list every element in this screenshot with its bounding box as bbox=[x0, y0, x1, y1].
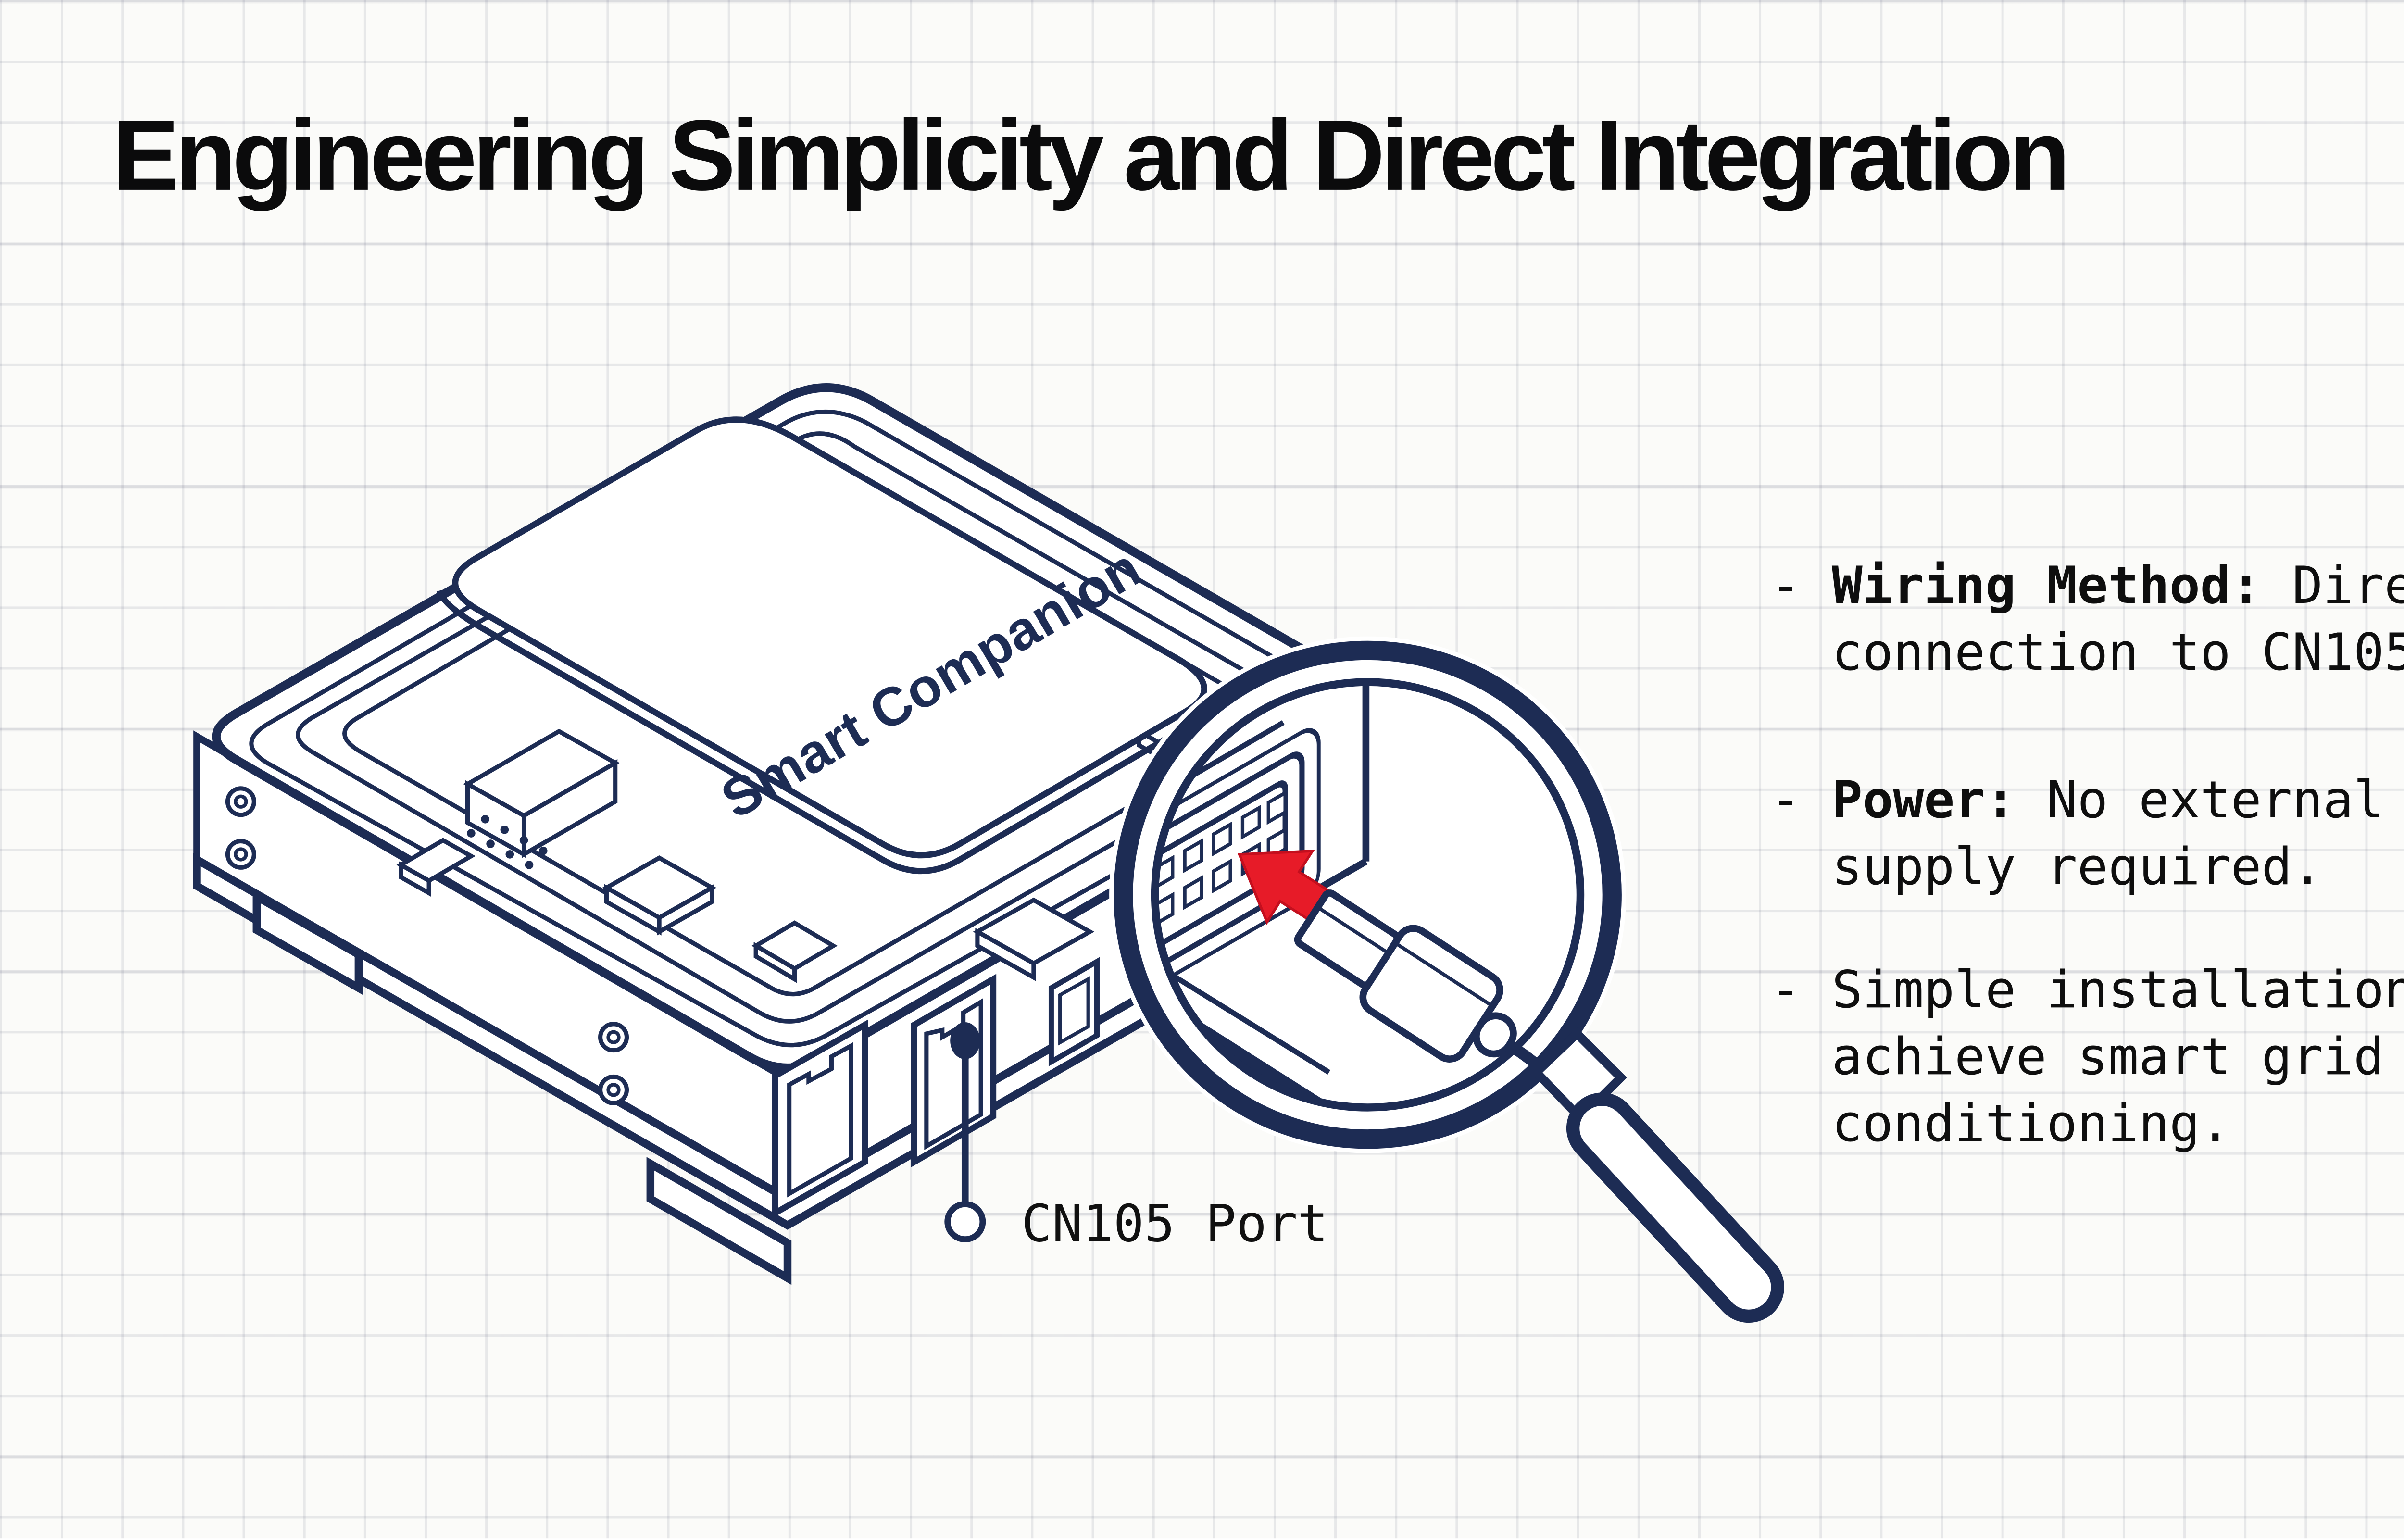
leader-circle-icon bbox=[944, 1201, 986, 1243]
handle-grip bbox=[1566, 1092, 1784, 1323]
bullet-marker: - bbox=[1770, 960, 1801, 1020]
socket-pin-holes bbox=[1156, 789, 1287, 927]
bullet-label: Power: bbox=[1831, 770, 2016, 830]
list-item-installation: -Simple installation to achieve smart gr… bbox=[1770, 956, 2404, 1157]
leader-dot bbox=[950, 1022, 980, 1059]
small-port-inner bbox=[1058, 976, 1090, 1046]
small-connector-side bbox=[399, 861, 431, 897]
bullet-text: No external power bbox=[2046, 770, 2404, 830]
list-item-wiring: -Wiring Method: Direct connection to CN1… bbox=[1770, 552, 2404, 686]
magnifier-handle bbox=[1530, 1027, 1784, 1323]
bullet-marker: - bbox=[1770, 770, 1801, 830]
list-item-power: -Power: No external power supply require… bbox=[1770, 766, 2404, 900]
lens-content bbox=[1156, 684, 1517, 1106]
plug-head-top-line bbox=[1316, 905, 1390, 955]
chip-side bbox=[975, 927, 1036, 981]
mounting-foot bbox=[252, 889, 363, 995]
header-pins bbox=[467, 815, 548, 869]
page-title: Engineering Simplicity and Direct Integr… bbox=[113, 100, 2070, 213]
chip-side bbox=[753, 942, 797, 983]
port-label: CN105 Port bbox=[1021, 1194, 1328, 1253]
smart-companion-module: Smart Companion bbox=[436, 416, 1227, 875]
plug-body-top-line bbox=[1394, 941, 1494, 1008]
mounting-foot bbox=[646, 1157, 792, 1285]
bullet-marker: - bbox=[1770, 555, 1801, 615]
magnifier-ring-inner bbox=[1151, 678, 1585, 1112]
screws bbox=[225, 786, 629, 1105]
port-callout: CN105 Port bbox=[944, 1022, 1328, 1253]
rj-port bbox=[772, 1019, 868, 1218]
rj-port-inner bbox=[924, 998, 983, 1150]
bullet-text: Direct bbox=[2292, 555, 2404, 615]
bullet-text: connection to CN105 port. bbox=[1831, 622, 2404, 682]
rj-port-inner bbox=[787, 1042, 853, 1198]
small-port bbox=[1048, 957, 1100, 1066]
bullet-label: Wiring Method: bbox=[1831, 555, 2262, 615]
card-edge-thickness bbox=[436, 589, 1227, 875]
bullet-text: conditioning. bbox=[1831, 1093, 2231, 1153]
chip-side bbox=[657, 884, 714, 936]
bullet-text: Simple installation to bbox=[1831, 960, 2404, 1020]
magnified-rim-edge bbox=[1156, 720, 1285, 822]
rj-port-cn105 bbox=[911, 974, 997, 1167]
bullet-text: achieve smart grid air bbox=[1831, 1027, 2404, 1087]
bullet-text: supply required. bbox=[1831, 837, 2323, 897]
cn105-socket bbox=[1156, 728, 1321, 1002]
pcb-components bbox=[396, 704, 1211, 983]
feature-list: -Wiring Method: Direct connection to CN1… bbox=[1770, 552, 2404, 1157]
magnifier-ring-outer bbox=[1114, 640, 1622, 1149]
front-ports bbox=[772, 957, 1100, 1218]
